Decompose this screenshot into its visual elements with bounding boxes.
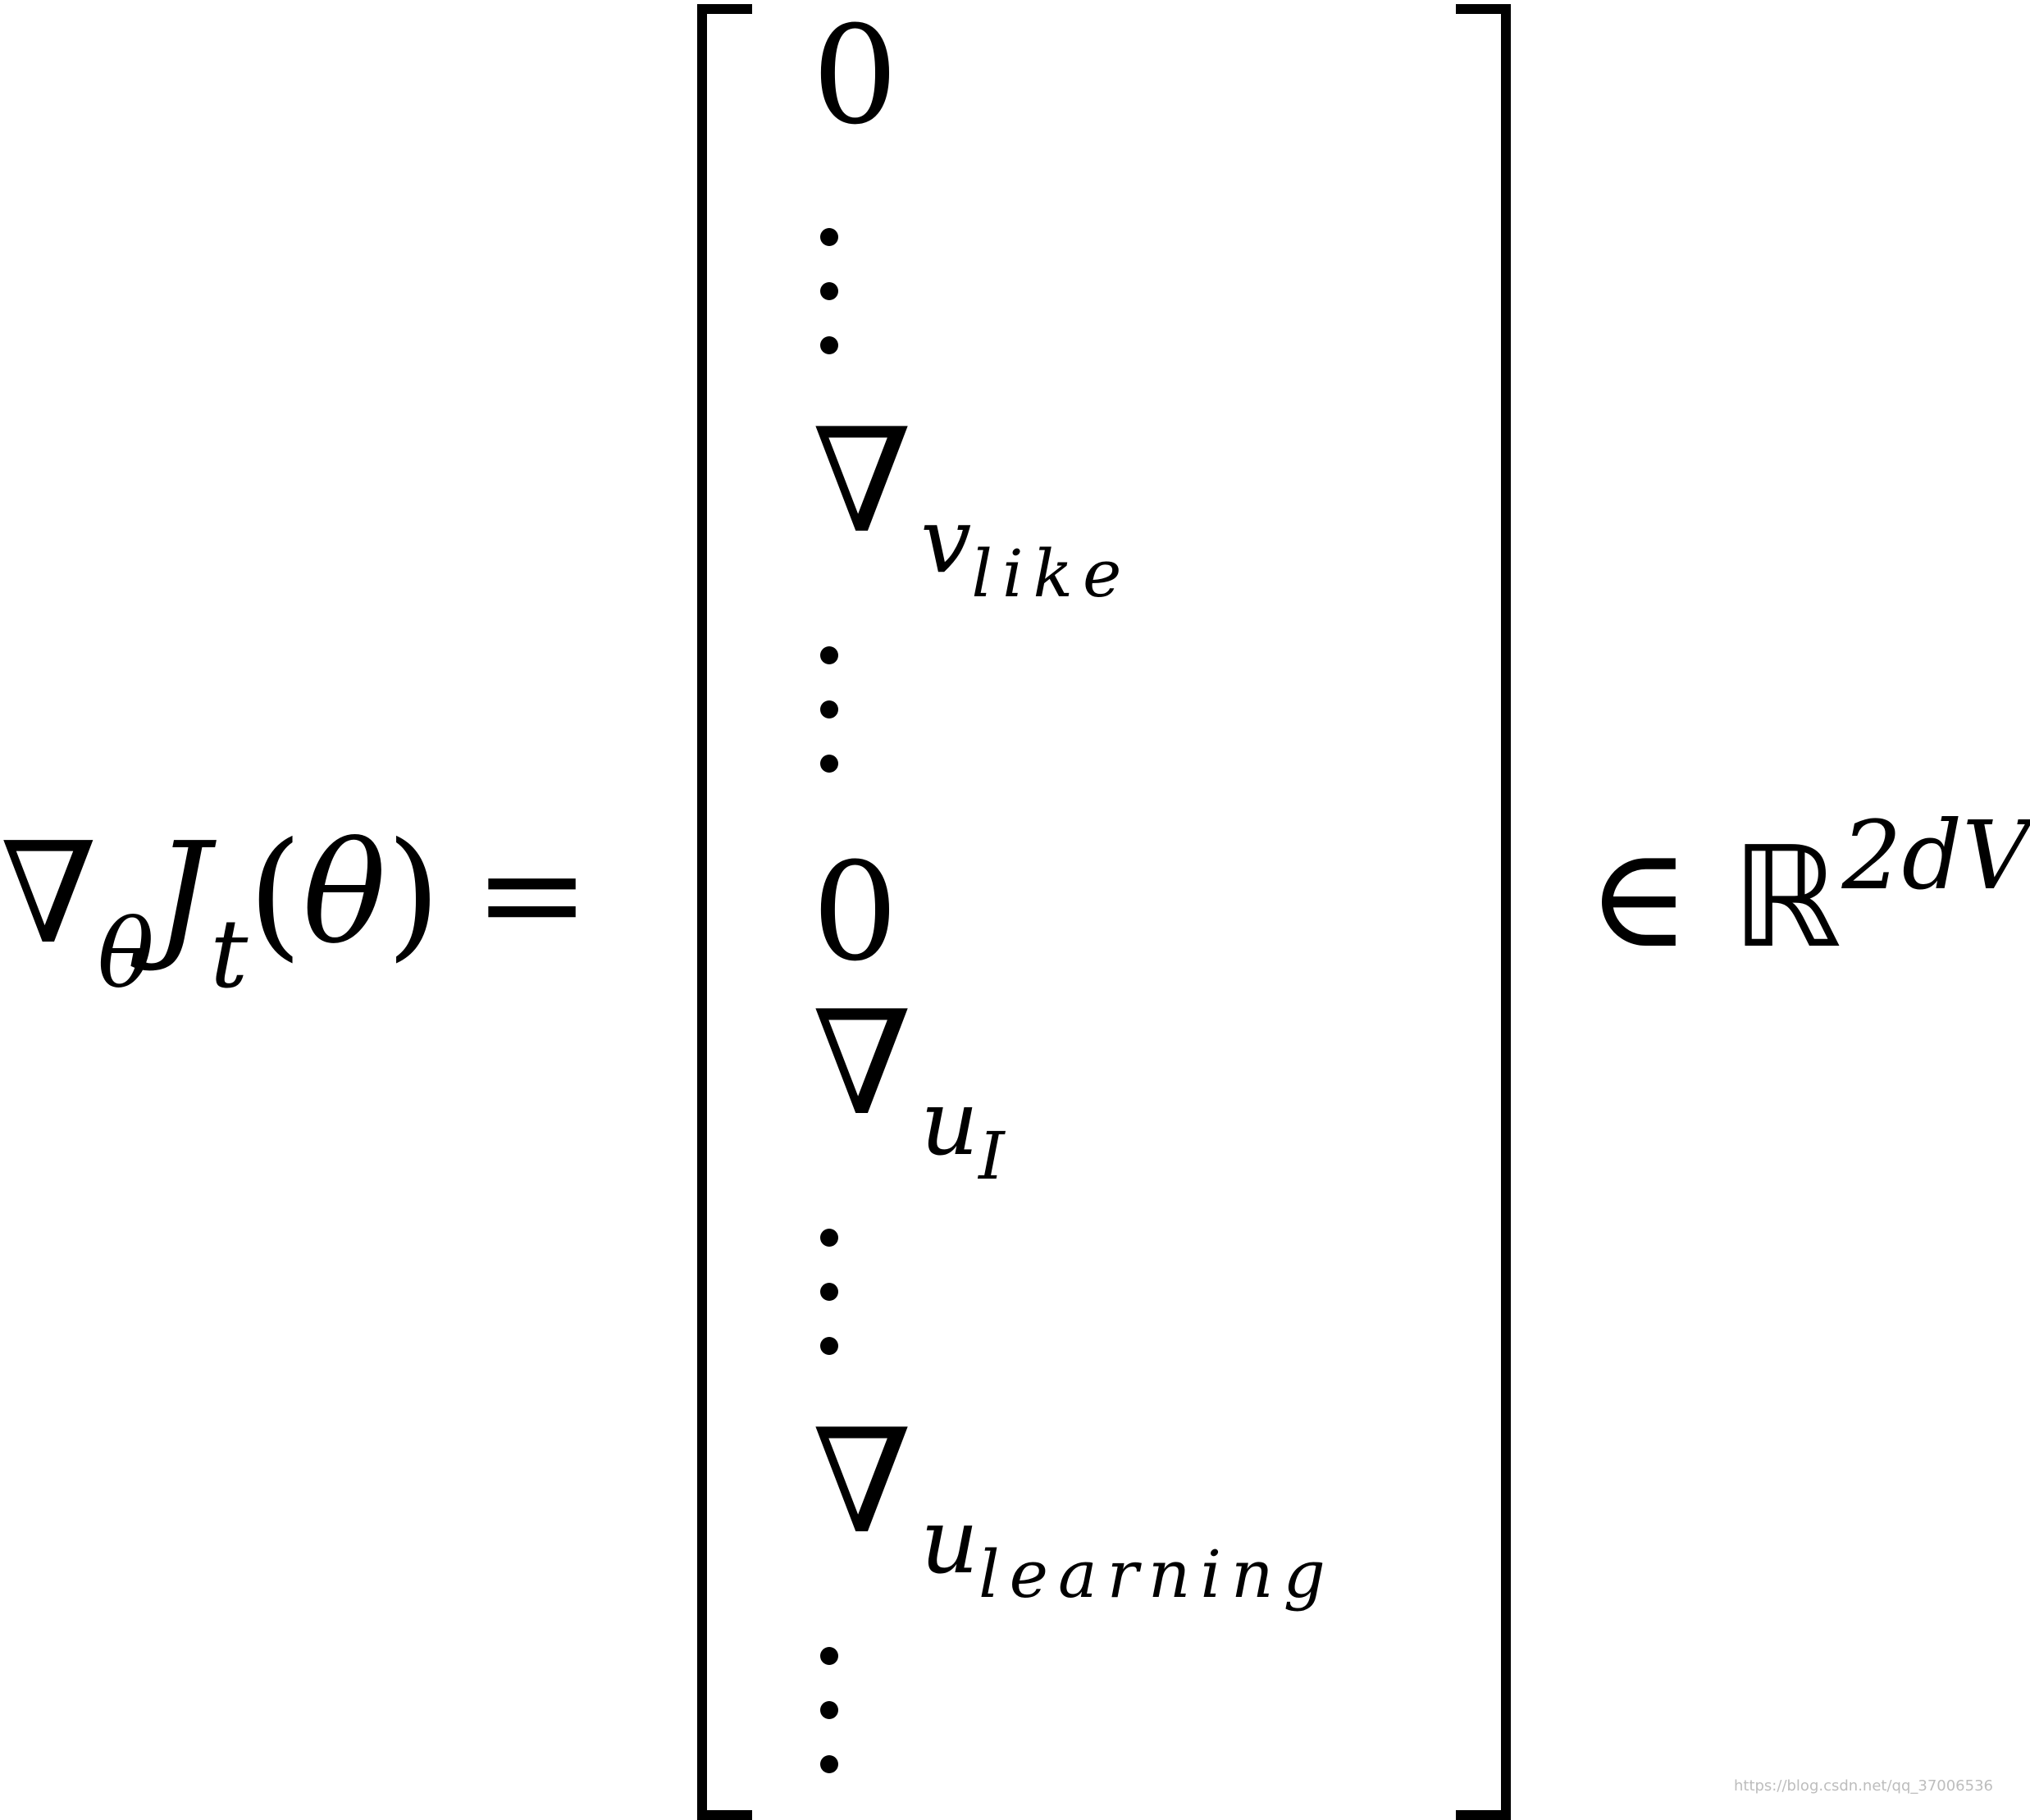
reals-symbol: ℝ bbox=[1731, 817, 1842, 979]
vdots-4 bbox=[820, 1647, 840, 1809]
dot bbox=[820, 755, 838, 773]
dot bbox=[820, 1283, 838, 1301]
v-sub-label: like bbox=[971, 536, 1132, 612]
vdots-2 bbox=[820, 646, 840, 809]
dot bbox=[820, 1337, 838, 1355]
dot bbox=[820, 646, 838, 664]
equals-sign: = bbox=[473, 813, 591, 975]
u-sub-label: I bbox=[979, 1118, 1015, 1194]
left-bracket bbox=[697, 4, 752, 1820]
dot bbox=[820, 228, 838, 246]
open-paren: ( bbox=[248, 813, 303, 975]
theta-subscript: θ bbox=[97, 900, 154, 1010]
nabla-symbol: ∇ bbox=[0, 813, 98, 975]
dot bbox=[820, 336, 838, 354]
u-variable: u bbox=[920, 1489, 979, 1594]
vector-entry-zero-top: 0 bbox=[812, 0, 898, 154]
v-variable: v bbox=[920, 488, 972, 593]
nabla-symbol: ∇ bbox=[812, 399, 913, 565]
equation-lhs: ∇θJt(θ)= bbox=[0, 824, 591, 1002]
dimension-exponent: 2dV bbox=[1841, 801, 2030, 911]
dot bbox=[820, 1647, 838, 1665]
vdots-3 bbox=[820, 1229, 840, 1391]
vector-entry-grad-u-learning: ∇ulearning bbox=[812, 1411, 1335, 1608]
gradient-subscript: vlike bbox=[920, 488, 1131, 607]
gradient-subscript: uI bbox=[920, 1070, 1014, 1189]
u-variable: u bbox=[920, 1070, 979, 1175]
nabla-symbol: ∇ bbox=[812, 1399, 913, 1566]
objective-J: J bbox=[153, 813, 211, 975]
vector-entry-grad-u-I: ∇uI bbox=[812, 992, 1015, 1189]
dot bbox=[820, 1229, 838, 1247]
gradient-subscript: ulearning bbox=[920, 1489, 1335, 1608]
t-subscript: t bbox=[210, 900, 249, 1010]
vector-entry-zero-middle: 0 bbox=[812, 833, 898, 991]
close-paren: ) bbox=[386, 813, 441, 975]
dot bbox=[820, 282, 838, 300]
nabla-symbol: ∇ bbox=[812, 981, 913, 1147]
u-sub-label: learning bbox=[979, 1536, 1335, 1612]
theta-argument: θ bbox=[302, 813, 387, 975]
element-of-symbol: ∈ bbox=[1587, 817, 1690, 979]
dot bbox=[820, 1755, 838, 1773]
vector-entry-grad-v-like: ∇vlike bbox=[812, 410, 1131, 607]
right-bracket bbox=[1456, 4, 1511, 1820]
dot bbox=[820, 1701, 838, 1719]
vdots-1 bbox=[820, 228, 840, 390]
dot bbox=[820, 700, 838, 718]
watermark-url: https://blog.csdn.net/qq_37006536 bbox=[1733, 1777, 1993, 1795]
equation-rhs: ∈ℝ2dV bbox=[1587, 810, 2030, 969]
